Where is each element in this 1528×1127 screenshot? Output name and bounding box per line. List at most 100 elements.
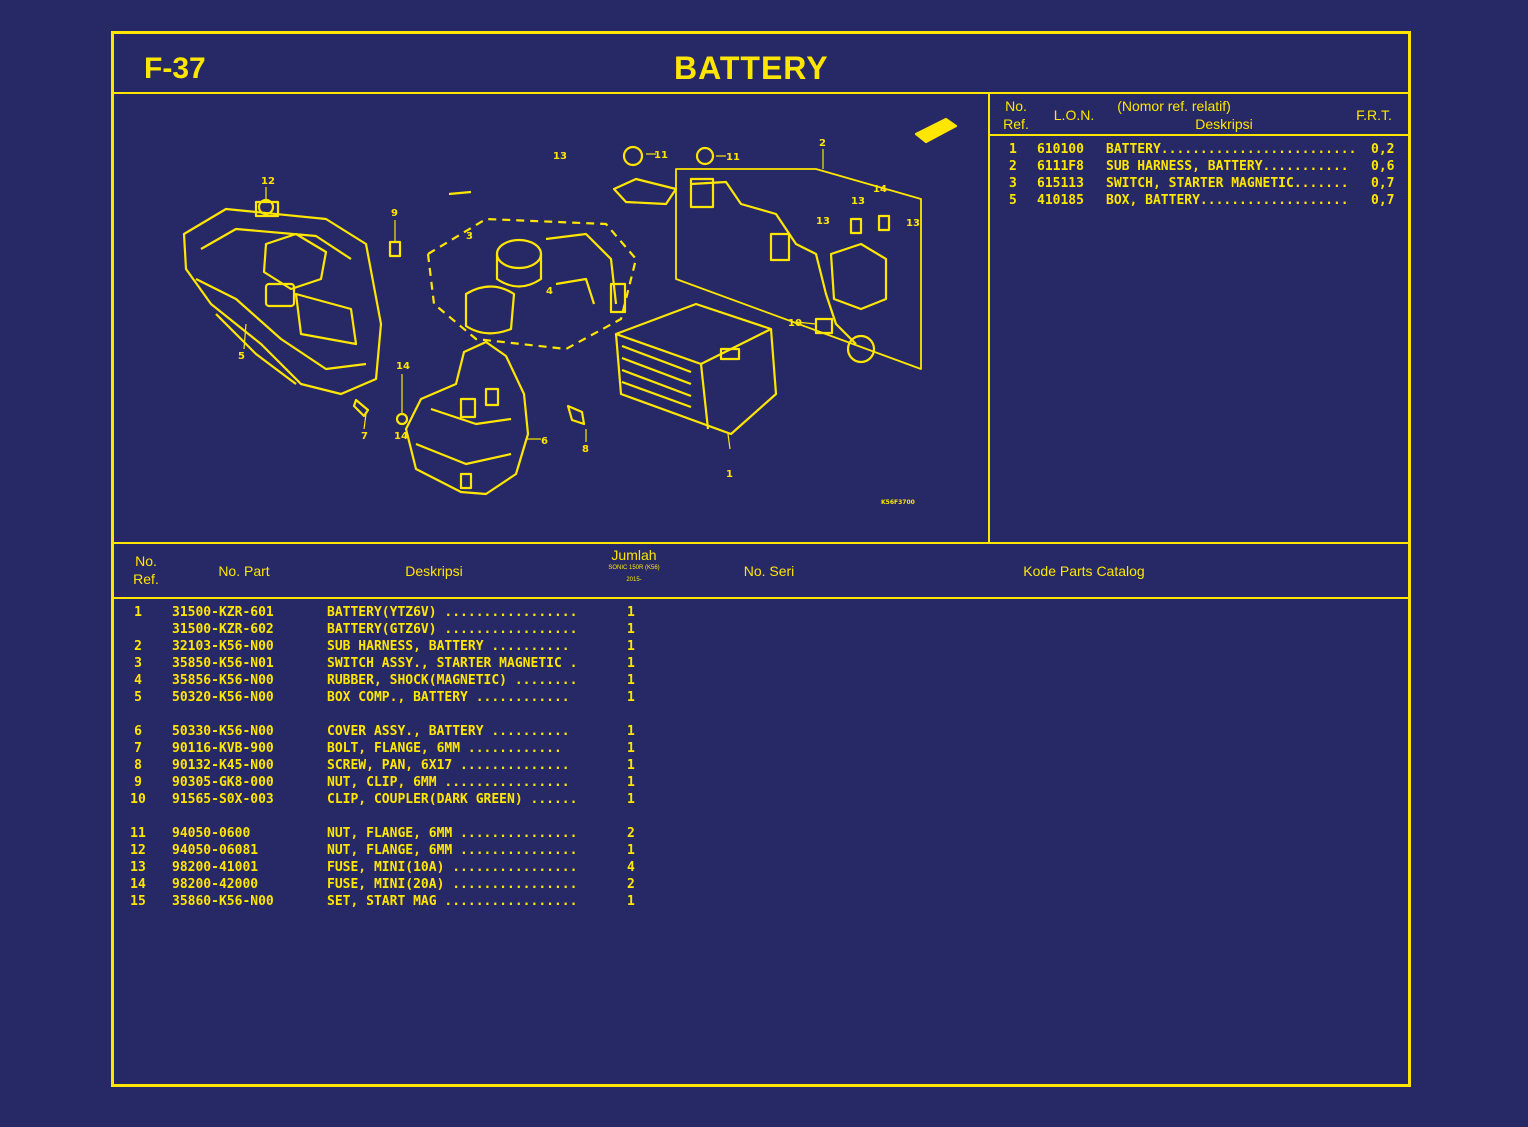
- page-title: BATTERY: [674, 50, 829, 86]
- parts-row: 15 35860-K56-N00 SET, START MAG ..........…: [114, 894, 674, 911]
- sub-harness-drawing: [675, 168, 922, 370]
- parts-cell-ref: 9: [134, 775, 142, 790]
- parts-cell-desc: SCREW, PAN, 6X17 ..............: [327, 758, 570, 773]
- parts-cell-desc: BOLT, FLANGE, 6MM ............: [327, 741, 562, 756]
- parts-cell-desc: SET, START MAG .................: [327, 894, 578, 909]
- parts-cell-ref: 6: [134, 724, 142, 739]
- parts-cell-qty: 1: [627, 690, 635, 705]
- frt-cell-frt: 0,7: [1371, 176, 1395, 191]
- parts-cell-ref: 7: [134, 741, 142, 756]
- parts-cell-desc: SWITCH ASSY., STARTER MAGNETIC .: [327, 656, 578, 671]
- divider: [988, 134, 1408, 136]
- parts-cell-desc: COVER ASSY., BATTERY ..........: [327, 724, 570, 739]
- parts-header-catalog: Kode Parts Catalog: [1023, 563, 1145, 579]
- leader-lines: [243, 149, 824, 450]
- parts-cell-desc: FUSE, MINI(10A) ................: [327, 860, 578, 875]
- parts-cell-part: 90305-GK8-000: [172, 775, 274, 790]
- parts-cell-desc: NUT, FLANGE, 6MM ...............: [327, 843, 578, 858]
- parts-cell-qty: 1: [627, 843, 635, 858]
- parts-cell-part: 35860-K56-N00: [172, 894, 274, 909]
- battery-drawing: [614, 302, 778, 436]
- parts-cell-qty: 1: [627, 894, 635, 909]
- parts-cell-ref: 14: [130, 877, 146, 892]
- frt-cell-ref: 2: [1009, 159, 1017, 174]
- parts-cell-qty: 1: [627, 758, 635, 773]
- callout-1: 1: [726, 469, 733, 480]
- parts-cell-qty: 1: [627, 622, 635, 637]
- callout-3: 3: [466, 231, 473, 242]
- parts-cell-part: 50330-K56-N00: [172, 724, 274, 739]
- parts-cell-ref: 5: [134, 690, 142, 705]
- cover-assy-drawing: [182, 200, 383, 396]
- frt-cell-ref: 5: [1009, 193, 1017, 208]
- parts-row: 3 35850-K56-N01 SWITCH ASSY., STARTER MAGN…: [114, 656, 674, 673]
- parts-row: 9 90305-GK8-000 NUT, CLIP, 6MM ...........…: [114, 775, 674, 792]
- callout-13a: 13: [553, 151, 567, 162]
- parts-cell-part: 98200-41001: [172, 860, 259, 875]
- callout-10: 10: [788, 318, 802, 329]
- parts-cell-part: 32103-K56-N00: [172, 639, 274, 654]
- callout-4: 4: [546, 286, 553, 297]
- parts-cell-qty: 1: [627, 656, 635, 671]
- parts-cell-desc: NUT, CLIP, 6MM ................: [327, 775, 570, 790]
- parts-cell-ref: 4: [134, 673, 142, 688]
- frt-cell-lon: 615113: [1037, 176, 1084, 191]
- frt-cell-desc: BATTERY.........................: [1106, 142, 1357, 157]
- battery-bracket-drawing: [404, 340, 530, 496]
- callout-13c: 13: [851, 196, 865, 207]
- callout-14b: 14: [873, 184, 887, 195]
- frt-cell-frt: 0,2: [1371, 142, 1395, 157]
- parts-cell-qty: 2: [627, 826, 635, 841]
- divider: [114, 92, 1408, 94]
- parts-cell-part: 50320-K56-N00: [172, 690, 274, 705]
- frt-cell-ref: 1: [1009, 142, 1017, 157]
- parts-cell-ref: 3: [134, 656, 142, 671]
- parts-header-desc: Deskripsi: [405, 563, 463, 579]
- parts-cell-part: 98200-42000: [172, 877, 259, 892]
- parts-cell-ref: 10: [130, 792, 146, 807]
- parts-cell-qty: 1: [627, 605, 635, 620]
- parts-cell-qty: 4: [627, 860, 635, 875]
- parts-cell-part: 94050-0600: [172, 826, 251, 841]
- callout-8: 8: [582, 444, 589, 455]
- callout-13d: 13: [906, 218, 920, 229]
- callout-9: 9: [391, 208, 398, 219]
- callout-11a: 11: [654, 150, 668, 161]
- frt-cell-lon: 610100: [1037, 142, 1084, 157]
- parts-cell-ref: 12: [130, 843, 146, 858]
- parts-row: 6 50330-K56-N00 COVER ASSY., BATTERY .....…: [114, 724, 674, 741]
- frt-header-frt: F.R.T.: [1356, 107, 1392, 123]
- parts-cell-part: 31500-KZR-602: [172, 622, 274, 637]
- parts-header-ref: No.Ref.: [133, 553, 159, 587]
- callout-14c: 14: [394, 431, 408, 442]
- parts-cell-part: 31500-KZR-601: [172, 605, 274, 620]
- parts-cell-ref: 1: [134, 605, 142, 620]
- catalog-page-frame: F-37 BATTERY: [111, 31, 1411, 1087]
- parts-cell-ref: 13: [130, 860, 146, 875]
- parts-cell-ref: 8: [134, 758, 142, 773]
- frt-cell-desc: SWITCH, STARTER MAGNETIC.......: [1106, 176, 1349, 191]
- parts-cell-part: 91565-S0X-003: [172, 792, 274, 807]
- parts-header-part: No. Part: [218, 563, 270, 579]
- frt-cell-frt: 0,7: [1371, 193, 1395, 208]
- callout-13b: 13: [816, 216, 830, 227]
- parts-cell-part: 90132-K45-N00: [172, 758, 274, 773]
- callout-7: 7: [361, 431, 368, 442]
- callout-2: 2: [819, 138, 826, 149]
- hardware-drawing: [257, 117, 958, 426]
- divider: [114, 542, 1408, 544]
- parts-cell-part: 35856-K56-N00: [172, 673, 274, 688]
- parts-cell-ref: 15: [130, 894, 146, 909]
- frt-header-lon: L.O.N.: [1053, 107, 1095, 123]
- parts-cell-part: 35850-K56-N01: [172, 656, 274, 671]
- parts-cell-qty: 1: [627, 775, 635, 790]
- parts-cell-desc: BOX COMP., BATTERY ............: [327, 690, 570, 705]
